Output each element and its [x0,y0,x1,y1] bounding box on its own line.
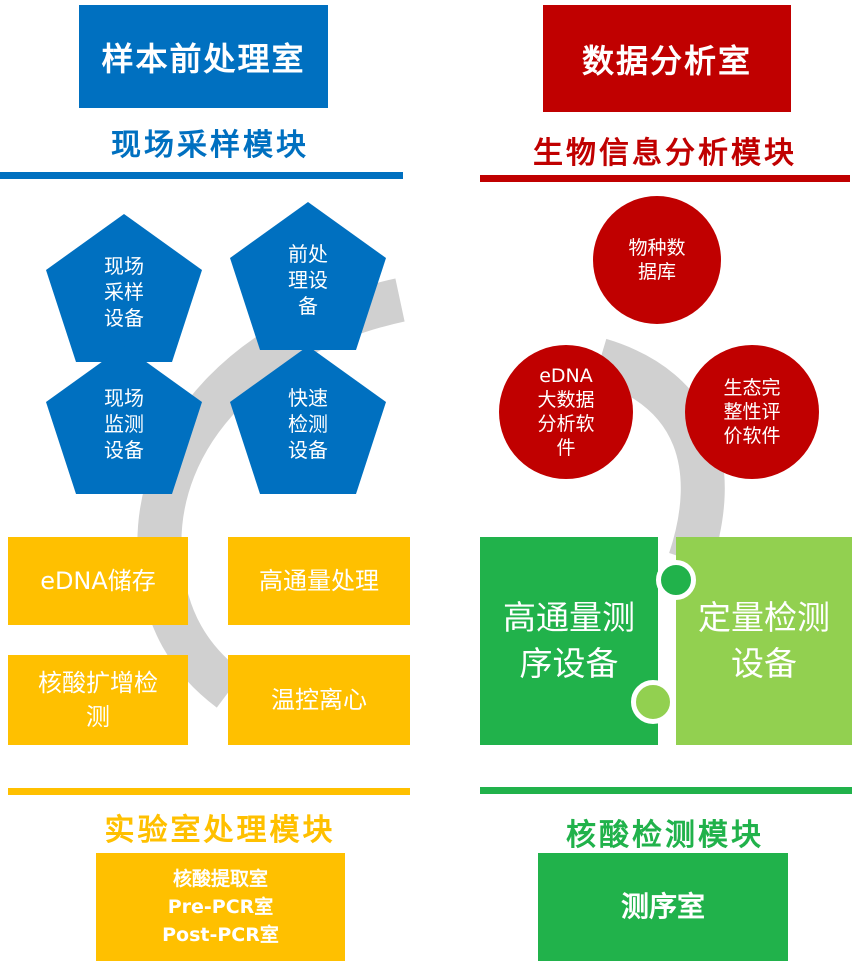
puzzle-quantitative-detection-device: 定量检测 设备 [676,537,852,745]
pentagon-shape [230,202,386,350]
field-sampling-module-bar [0,172,403,179]
box-high-throughput-processing: 高通量处理 [228,537,410,625]
lab-rooms-box: 核酸提取室 Pre-PCR室 Post-PCR室 [96,853,345,961]
pentagon-shape [230,346,386,494]
pentagon-label: 快速 检测 设备 [288,386,328,462]
bioinformatics-module-bar [480,175,850,182]
box-temperature-controlled-centrifuge: 温控离心 [228,655,410,745]
pentagon-label: 现场 监测 设备 [104,386,144,462]
sample-pretreatment-room-title: 样本前处理室 [79,5,328,108]
lab-processing-module-bar [8,788,410,795]
circle-edna-big-data-software: eDNA 大数据 分析软 件 [499,345,633,479]
circle-ecological-integrity-software: 生态完 整性评 价软件 [685,345,819,479]
circle-species-database: 物种数 据库 [593,196,721,324]
pentagon-rapid-detection-device: 快速 检测 设备 [228,344,388,496]
nucleic-detection-module-title: 核酸检测模块 [566,818,764,853]
pentagon-shape [46,346,202,494]
pentagon-pretreatment-device: 前处 理设 备 [228,200,388,352]
puzzle-connector-bottom [631,680,675,724]
box-nucleic-amplification-detection: 核酸扩增检 测 [8,655,188,745]
pentagon-shape [46,214,202,362]
bioinformatics-module-title: 生物信息分析模块 [533,136,797,171]
pentagon-field-monitoring-device: 现场 监测 设备 [44,344,204,496]
pentagon-field-sampling-device: 现场 采样 设备 [44,212,204,364]
field-sampling-module-title: 现场采样模块 [111,128,309,163]
box-edna-storage: eDNA储存 [8,537,188,625]
nucleic-detection-module-bar [480,787,852,794]
puzzle-connector-top [656,560,696,600]
pentagon-label: 现场 采样 设备 [104,254,144,330]
puzzle-high-throughput-sequencing-device: 高通量测 序设备 [480,537,658,745]
data-analysis-room-title: 数据分析室 [543,5,791,112]
lab-processing-module-title: 实验室处理模块 [104,813,336,848]
sequencing-room-box: 测序室 [538,853,788,961]
pentagon-label: 前处 理设 备 [288,242,328,318]
